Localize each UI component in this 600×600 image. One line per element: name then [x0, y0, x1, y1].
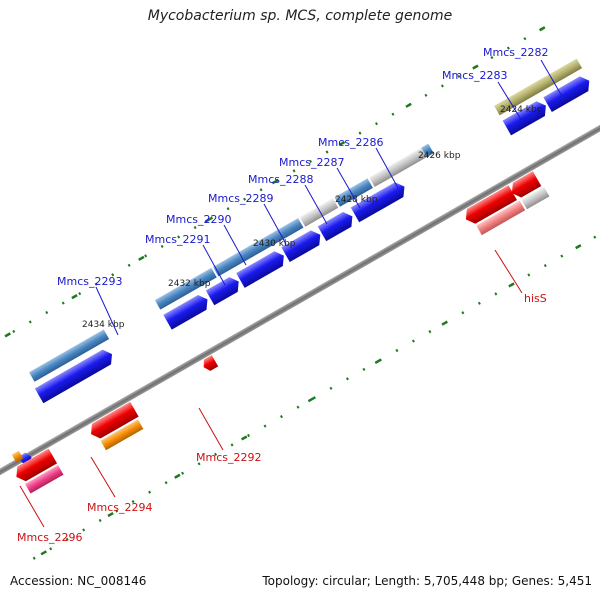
scale-label: 2424 kbp	[500, 105, 543, 115]
gene-label-mmcs-2290[interactable]: Mmcs_2290	[166, 213, 231, 226]
map-title: Mycobacterium sp. MCS, complete genome	[147, 8, 453, 24]
scale-label: 2430 kbp	[253, 239, 296, 249]
gene-feature[interactable]	[494, 58, 583, 116]
gene-label-mmcs-2288[interactable]: Mmcs_2288	[248, 173, 313, 186]
genome-summary-text: Topology: circular; Length: 5,705,448 bp…	[262, 574, 592, 588]
gene-feature[interactable]	[29, 329, 110, 382]
leader-line	[95, 286, 119, 336]
genome-backbone	[0, 108, 600, 492]
gene-label-mmcs-2282[interactable]: Mmcs_2282	[483, 46, 548, 59]
gene-label-mmcs-2294[interactable]: Mmcs_2294	[87, 501, 152, 514]
gene-feature[interactable]	[100, 419, 144, 451]
reverse-feature-row	[11, 186, 550, 494]
scale-label: 2432 kbp	[168, 279, 211, 289]
leader-line	[494, 249, 523, 294]
forward-feature-row	[29, 58, 583, 382]
leader-line	[19, 485, 45, 528]
gene-feature[interactable]	[11, 450, 24, 463]
gene-label-mmcs-2292[interactable]: Mmcs_2292	[196, 451, 261, 464]
gene-feature[interactable]	[25, 465, 64, 494]
scale-labels: 2424 kbp 2426 kbp 2428 kbp 2430 kbp 2432…	[82, 105, 543, 330]
leader-line	[223, 224, 247, 266]
accession-text: Accession: NC_008146	[10, 574, 147, 588]
gene-feature[interactable]	[154, 267, 217, 310]
cds-arrow[interactable]	[87, 401, 139, 442]
gene-feature[interactable]	[213, 218, 304, 277]
forward-cds-row	[18, 73, 593, 465]
scale-label: 2434 kbp	[82, 320, 125, 330]
gene-feature[interactable]	[476, 200, 526, 236]
leader-line	[497, 81, 523, 122]
gene-label-mmcs-2291[interactable]: Mmcs_2291	[145, 233, 210, 246]
leader-line	[375, 147, 399, 189]
gene-label-mmcs-2283[interactable]: Mmcs_2283	[442, 69, 507, 82]
gene-feature[interactable]	[334, 178, 373, 207]
gene-label-mmcs-2287[interactable]: Mmcs_2287	[279, 156, 344, 169]
gene-label-hiss[interactable]: hisS	[524, 292, 547, 305]
cds-arrow[interactable]	[163, 292, 211, 330]
scale-label: 2428 kbp	[335, 195, 378, 205]
gene-label-mmcs-2293[interactable]: Mmcs_2293	[57, 275, 122, 288]
cds-arrow[interactable]	[205, 274, 243, 306]
reverse-gene-labels: hisS Mmcs_2292 Mmcs_2294 Mmcs_2296	[17, 249, 547, 544]
gene-label-mmcs-2289[interactable]: Mmcs_2289	[208, 192, 273, 205]
cds-arrow[interactable]	[462, 185, 517, 227]
cds-arrow[interactable]	[281, 227, 324, 263]
scale-label: 2426 kbp	[418, 151, 461, 161]
gene-feature[interactable]	[369, 147, 427, 187]
leader-line	[336, 167, 361, 209]
gene-label-mmcs-2286[interactable]: Mmcs_2286	[318, 136, 383, 149]
cds-arrow[interactable]	[350, 179, 409, 223]
cds-arrow[interactable]	[236, 248, 288, 288]
cds-arrow[interactable]	[200, 355, 219, 373]
cds-arrow[interactable]	[317, 209, 357, 242]
gene-label-mmcs-2296[interactable]: Mmcs_2296	[17, 531, 82, 544]
leader-line	[198, 407, 224, 451]
leader-line	[304, 184, 328, 225]
reverse-cds-row	[12, 171, 542, 485]
gene-feature[interactable]	[299, 198, 339, 227]
forward-gene-labels: Mmcs_2282 Mmcs_2283 Mmcs_2286 Mmcs_2287 …	[57, 46, 564, 336]
cds-arrow[interactable]	[34, 347, 116, 404]
cds-arrow[interactable]	[508, 171, 542, 200]
leader-line	[540, 59, 564, 99]
gene-feature[interactable]	[521, 186, 550, 210]
leader-line	[90, 456, 116, 498]
cds-arrow[interactable]	[502, 98, 550, 136]
gene-feature[interactable]	[421, 143, 434, 158]
cds-arrow[interactable]	[12, 448, 58, 485]
leader-line	[263, 203, 287, 245]
leader-line	[202, 244, 226, 286]
cds-arrow[interactable]	[543, 73, 593, 112]
